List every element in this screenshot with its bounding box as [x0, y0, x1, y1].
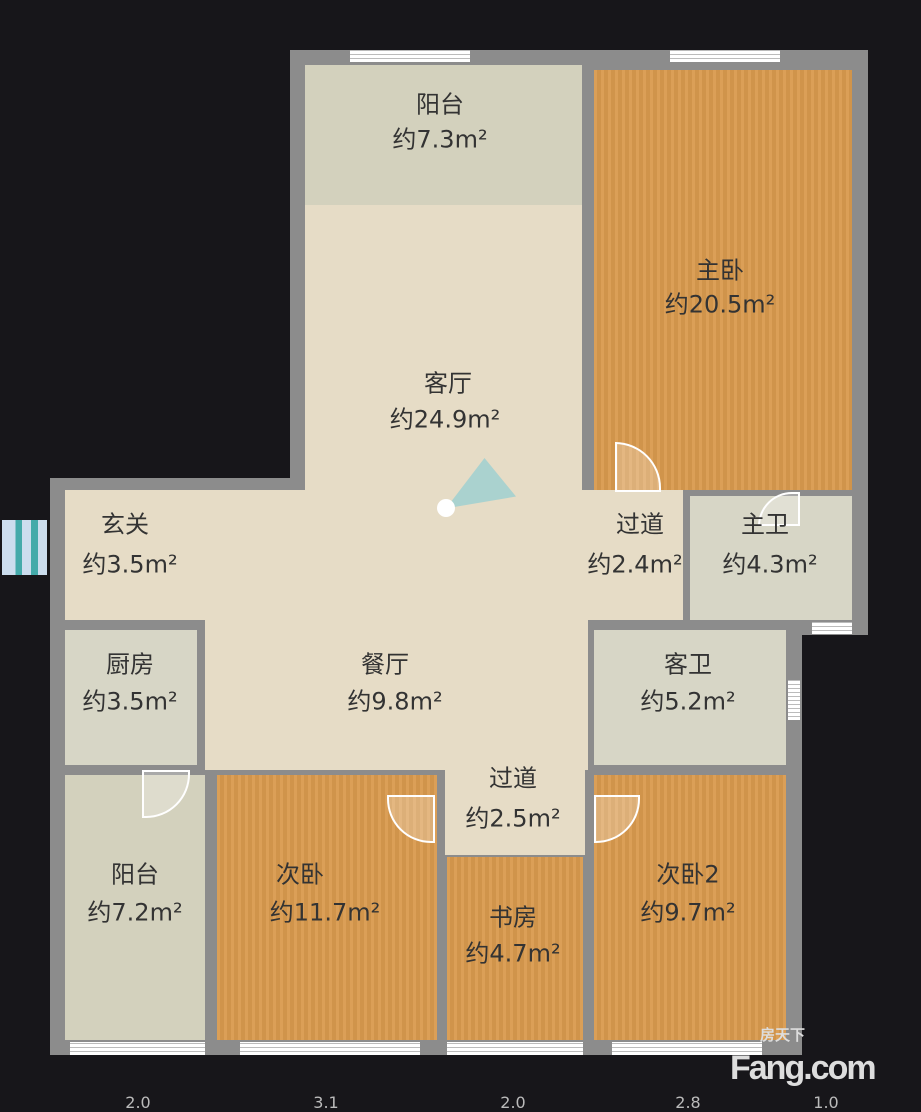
- room-hall: [65, 490, 683, 620]
- entrance-door-icon: [2, 520, 47, 575]
- window: [788, 680, 800, 720]
- room-name: 书房: [489, 903, 537, 932]
- window: [670, 50, 780, 62]
- room-name: 主卫: [741, 510, 789, 539]
- room-area: 约3.5m²: [82, 550, 178, 579]
- room-balcony-left: [65, 775, 205, 1040]
- room-name: 客卫: [664, 650, 712, 679]
- room-area: 约24.9m²: [389, 405, 501, 434]
- window: [447, 1042, 583, 1055]
- room-kitchen: [65, 630, 197, 765]
- room-area: 约9.8m²: [347, 687, 443, 716]
- watermark-cn: 房天下: [760, 1026, 806, 1044]
- room-area: 约20.5m²: [664, 290, 776, 319]
- room-name: 客厅: [424, 369, 472, 398]
- room-corridor: [445, 765, 585, 855]
- room-balcony-top: [305, 65, 582, 205]
- room-area: 约4.7m²: [465, 939, 561, 968]
- room-area: 约5.2m²: [640, 687, 736, 716]
- room-name: 次卧: [276, 860, 324, 889]
- room-name: 主卧: [696, 256, 744, 285]
- room-name: 玄关: [101, 510, 149, 539]
- dimension-label: 2.0: [125, 1093, 151, 1112]
- room-name: 过道: [616, 510, 664, 539]
- window: [812, 622, 852, 634]
- window: [70, 1042, 205, 1055]
- room-guest-bath: [594, 630, 786, 765]
- window: [612, 1042, 762, 1055]
- room-area: 约4.3m²: [722, 550, 818, 579]
- camera-point-icon: [437, 499, 455, 517]
- room-area: 约7.2m²: [87, 898, 183, 927]
- room-master: [594, 70, 852, 490]
- dimension-label: 3.1: [313, 1093, 339, 1112]
- room-name: 餐厅: [361, 650, 409, 679]
- room-name: 阳台: [111, 860, 159, 889]
- room-name: 厨房: [106, 650, 154, 679]
- room-area: 约11.7m²: [269, 898, 381, 927]
- room-area: 约7.3m²: [392, 125, 488, 154]
- room-area: 约9.7m²: [640, 898, 736, 927]
- room-bedroom3: [594, 775, 786, 1040]
- room-dining: [205, 620, 588, 770]
- watermark-brand: Fang.com: [730, 1049, 877, 1087]
- room-area: 约3.5m²: [82, 687, 178, 716]
- room-name: 阳台: [416, 90, 464, 119]
- room-bedroom2: [217, 775, 437, 1040]
- room-name: 过道: [489, 764, 537, 793]
- room-study: [447, 857, 583, 1040]
- room-living: [305, 205, 582, 495]
- window: [240, 1042, 420, 1055]
- room-name: 次卧2: [656, 860, 720, 889]
- dimension-label: 2.8: [675, 1093, 701, 1112]
- dimension-label: 2.0: [500, 1093, 526, 1112]
- window: [350, 50, 470, 62]
- room-area: 约2.5m²: [465, 804, 561, 833]
- dimension-label: 1.0: [813, 1093, 839, 1112]
- room-area: 约2.4m²: [587, 550, 683, 579]
